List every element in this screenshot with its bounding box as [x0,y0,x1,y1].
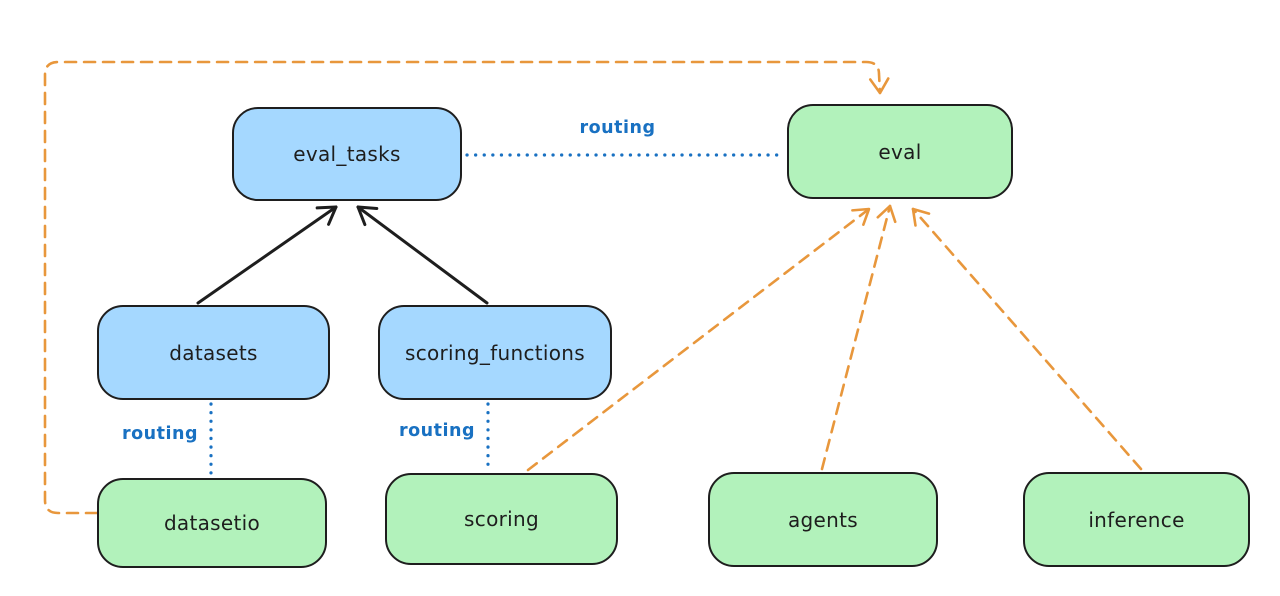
edge-inference-eval [911,207,1143,471]
edge-label-routing-scoring-functions-scoring: routing [399,421,475,441]
node-eval-tasks: eval_tasks [232,107,462,201]
node-scoring-label: scoring [464,507,539,531]
node-datasetio: datasetio [97,478,327,568]
node-inference: inference [1023,472,1250,567]
node-scoring-functions-label: scoring_functions [404,340,586,365]
node-scoring-functions: scoring_functions [378,305,612,400]
node-agents-label: agents [788,507,858,532]
node-eval: eval [787,104,1013,199]
node-datasets: datasets [97,305,330,400]
edge-agents-eval [820,204,897,471]
edge-label-routing-eval-tasks-eval: routing [579,118,656,138]
edge-scoring-functions-eval-tasks [356,205,489,305]
node-agents: agents [708,472,938,567]
edge-label-routing-datasets-datasetio: routing [122,424,198,444]
edge-datasets-eval-tasks [196,205,338,305]
node-eval-label: eval [878,139,922,164]
node-datasetio-label: datasetio [163,511,261,535]
node-inference-label: inference [1088,507,1185,532]
node-eval-tasks-label: eval_tasks [293,142,401,166]
edge-datasetio-eval [43,60,890,515]
node-datasets-label: datasets [169,340,258,365]
node-scoring: scoring [385,473,618,565]
